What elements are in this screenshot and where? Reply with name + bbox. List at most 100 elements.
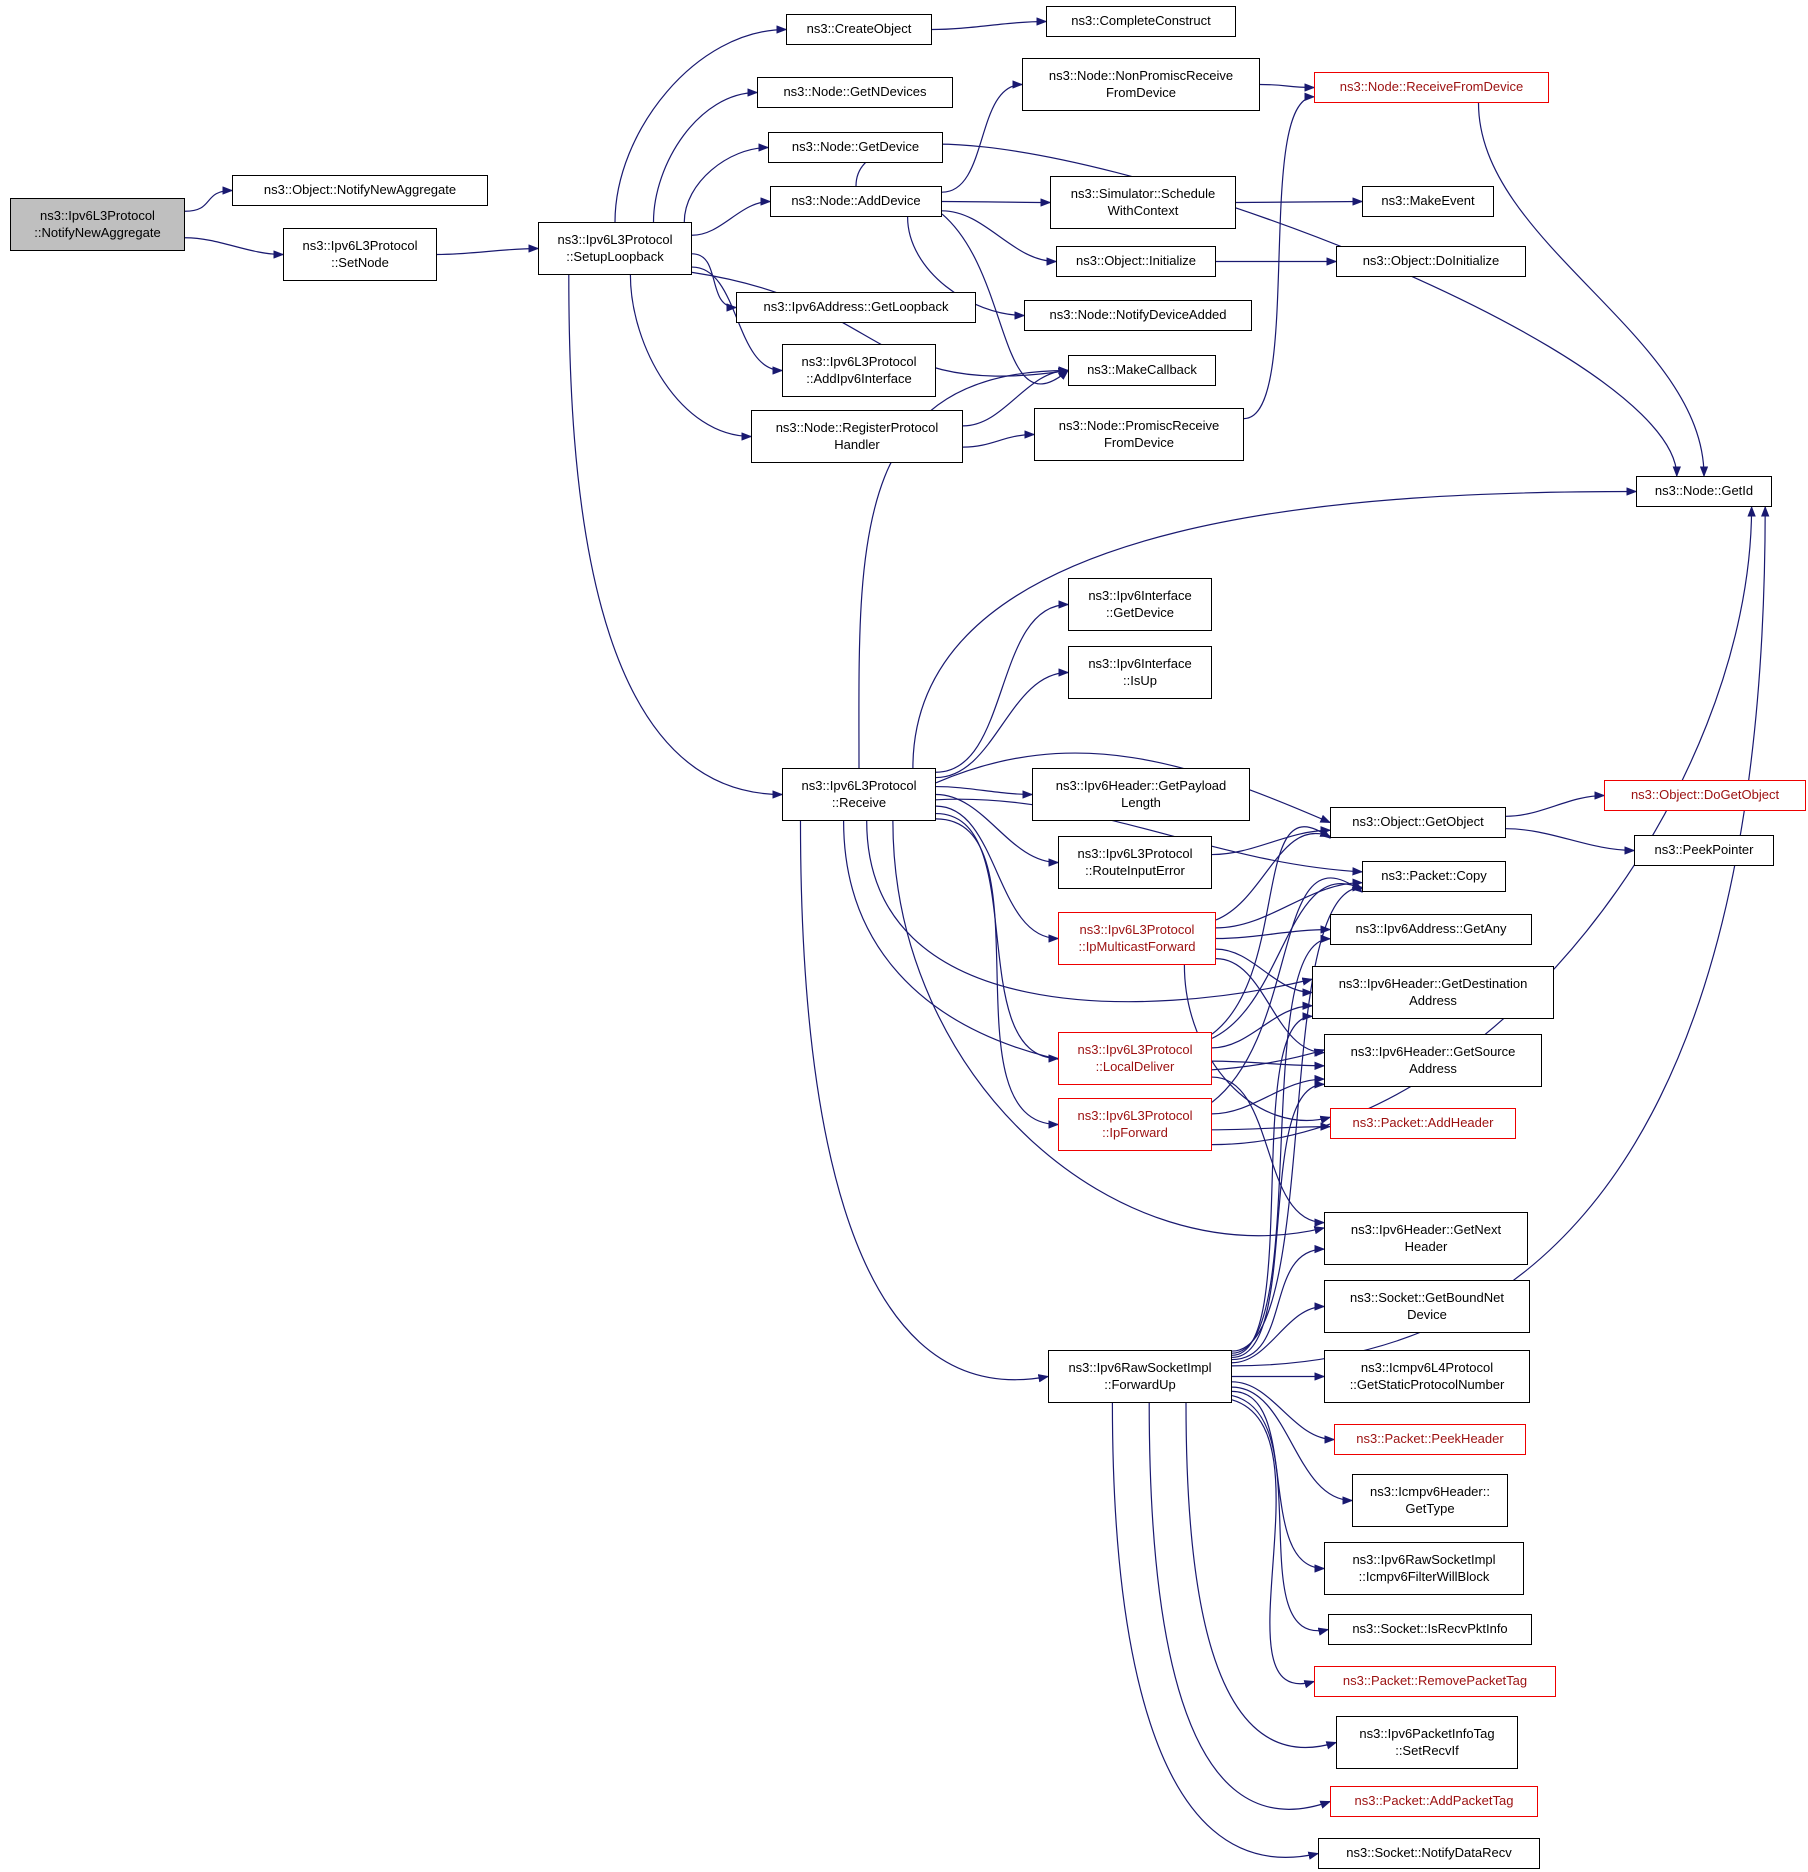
graph-node-removePacketTag[interactable]: ns3::Packet::RemovePacketTag bbox=[1314, 1666, 1556, 1697]
graph-node-notifyDataRecv[interactable]: ns3::Socket::NotifyDataRecv bbox=[1318, 1838, 1540, 1869]
call-edge-getObject--peekPointer bbox=[1505, 828, 1636, 855]
call-edge-ipMulticastForward--getSourceAddress bbox=[1215, 958, 1326, 1057]
graph-node-setNode[interactable]: ns3::Ipv6L3Protocol ::SetNode bbox=[283, 228, 437, 281]
call-edge-forwardUp--notifyDataRecv bbox=[1111, 1402, 1320, 1860]
call-edge-localDeliver--getDestAddress bbox=[1211, 1001, 1314, 1049]
graph-node-copy[interactable]: ns3::Packet::Copy bbox=[1362, 861, 1506, 892]
call-edge-setupLoopback--receive bbox=[568, 274, 784, 799]
call-edge-scheduleWithContext--makeEvent bbox=[1235, 197, 1364, 206]
graph-node-peekPointer[interactable]: ns3::PeekPointer bbox=[1634, 835, 1774, 866]
call-edge-focus--setNode bbox=[184, 237, 285, 259]
graph-node-initialize[interactable]: ns3::Object::Initialize bbox=[1056, 246, 1216, 277]
graph-node-notifyDeviceAdded[interactable]: ns3::Node::NotifyDeviceAdded bbox=[1024, 300, 1252, 331]
call-edge-routeInputError--getObject bbox=[1211, 826, 1332, 856]
graph-node-nonPromisc[interactable]: ns3::Node::NonPromiscReceive FromDevice bbox=[1022, 58, 1260, 111]
graph-node-getStaticProtocolNumber[interactable]: ns3::Icmpv6L4Protocol ::GetStaticProtoco… bbox=[1324, 1350, 1530, 1403]
graph-node-getPayloadLength[interactable]: ns3::Ipv6Header::GetPayload Length bbox=[1032, 768, 1250, 821]
call-edge-addDevice--scheduleWithContext bbox=[941, 198, 1052, 207]
call-edge-registerProtocolHandler--promiscReceive bbox=[962, 430, 1036, 448]
call-edge-forwardUp--icmpv6FilterWillBlock bbox=[1231, 1390, 1326, 1573]
call-edge-forwardUp--getSourceAddress bbox=[1231, 1080, 1326, 1359]
call-edge-receive--ifaceGetDevice bbox=[935, 600, 1070, 773]
graph-node-addDevice[interactable]: ns3::Node::AddDevice bbox=[770, 186, 942, 217]
graph-node-getType[interactable]: ns3::Icmpv6Header:: GetType bbox=[1352, 1474, 1508, 1527]
call-edge-receive--localDeliver bbox=[935, 812, 1060, 1063]
call-edge-focus--objNotifyNewAggregate bbox=[184, 186, 234, 212]
call-edge-localDeliver--getSourceAddress bbox=[1211, 1060, 1326, 1070]
call-edge-forwardUp--getNextHeader bbox=[1231, 1244, 1326, 1361]
call-edge-ipForward--getSourceAddress bbox=[1211, 1074, 1326, 1115]
graph-node-isRecvPktInfo[interactable]: ns3::Socket::IsRecvPktInfo bbox=[1328, 1614, 1532, 1645]
call-edge-forwardUp--getBoundNetDevice bbox=[1231, 1302, 1326, 1364]
call-edge-receive--ipForward bbox=[935, 818, 1060, 1129]
graph-node-doGetObject[interactable]: ns3::Object::DoGetObject bbox=[1604, 780, 1806, 811]
graph-node-ipMulticastForward[interactable]: ns3::Ipv6L3Protocol ::IpMulticastForward bbox=[1058, 912, 1216, 965]
call-edge-ipMulticastForward--getDestAddress bbox=[1215, 948, 1314, 997]
graph-node-ipForward[interactable]: ns3::Ipv6L3Protocol ::IpForward bbox=[1058, 1098, 1212, 1151]
graph-node-getBoundNetDevice[interactable]: ns3::Socket::GetBoundNet Device bbox=[1324, 1280, 1530, 1333]
call-edge-forwardUp--addPacketTag bbox=[1148, 1402, 1332, 1810]
graph-node-promiscReceive[interactable]: ns3::Node::PromiscReceive FromDevice bbox=[1034, 408, 1244, 461]
graph-node-peekHeader[interactable]: ns3::Packet::PeekHeader bbox=[1334, 1424, 1526, 1455]
call-edge-setupLoopback--addDevice bbox=[691, 197, 772, 236]
graph-node-getAny[interactable]: ns3::Ipv6Address::GetAny bbox=[1330, 914, 1532, 945]
call-edge-receive--forwardUp bbox=[799, 820, 1050, 1383]
call-edge-promiscReceive--receiveFromDevice bbox=[1243, 92, 1316, 420]
call-edge-receive--ipMulticastForward bbox=[935, 805, 1060, 943]
graph-node-addIpv6Interface[interactable]: ns3::Ipv6L3Protocol ::AddIpv6Interface bbox=[782, 344, 936, 397]
call-edge-setNode--setupLoopback bbox=[436, 244, 540, 256]
graph-node-ifaceIsUp[interactable]: ns3::Ipv6Interface ::IsUp bbox=[1068, 646, 1212, 699]
call-edge-nonPromisc--receiveFromDevice bbox=[1259, 83, 1316, 92]
graph-node-ifaceGetDevice[interactable]: ns3::Ipv6Interface ::GetDevice bbox=[1068, 578, 1212, 631]
graph-node-getId[interactable]: ns3::Node::GetId bbox=[1636, 476, 1772, 507]
graph-node-icmpv6FilterWillBlock[interactable]: ns3::Ipv6RawSocketImpl ::Icmpv6FilterWil… bbox=[1324, 1542, 1524, 1595]
graph-node-forwardUp[interactable]: ns3::Ipv6RawSocketImpl ::ForwardUp bbox=[1048, 1350, 1232, 1403]
call-edge-addDevice--initialize bbox=[941, 210, 1058, 266]
call-edge-setupLoopback--getNDevices bbox=[652, 88, 759, 223]
call-edge-ipMulticastForward--getObject bbox=[1215, 828, 1332, 921]
graph-node-makeEvent[interactable]: ns3::MakeEvent bbox=[1362, 186, 1494, 217]
graph-node-registerProtocolHandler[interactable]: ns3::Node::RegisterProtocol Handler bbox=[751, 410, 963, 463]
call-edge-addDevice--getId bbox=[855, 143, 1681, 478]
call-edge-createObject--completeConstruct bbox=[931, 17, 1048, 31]
graph-node-getDestAddress[interactable]: ns3::Ipv6Header::GetDestination Address bbox=[1312, 966, 1554, 1019]
graph-node-receiveFromDevice[interactable]: ns3::Node::ReceiveFromDevice bbox=[1314, 72, 1549, 103]
graph-node-getNextHeader[interactable]: ns3::Ipv6Header::GetNext Header bbox=[1324, 1212, 1528, 1265]
call-edge-setupLoopback--getLoopback bbox=[691, 253, 738, 312]
call-edge-forwardUp--removePacketTag bbox=[1231, 1399, 1316, 1689]
graph-node-addPacketTag[interactable]: ns3::Packet::AddPacketTag bbox=[1330, 1786, 1538, 1817]
graph-node-setupLoopback[interactable]: ns3::Ipv6L3Protocol ::SetupLoopback bbox=[538, 222, 692, 275]
graph-node-receive[interactable]: ns3::Ipv6L3Protocol ::Receive bbox=[782, 768, 936, 821]
call-edge-getObject--doGetObject bbox=[1505, 791, 1606, 817]
graph-node-focus: ns3::Ipv6L3Protocol ::NotifyNewAggregate bbox=[10, 198, 185, 251]
graph-node-routeInputError[interactable]: ns3::Ipv6L3Protocol ::RouteInputError bbox=[1058, 836, 1212, 889]
call-edge-ipMulticastForward--getAny bbox=[1215, 925, 1332, 940]
call-edge-localDeliver--getNextHeader bbox=[1211, 1076, 1326, 1227]
call-edge-ipForward--addHeader bbox=[1211, 1122, 1332, 1131]
call-edge-addDevice--nonPromisc bbox=[941, 80, 1024, 193]
graph-node-scheduleWithContext[interactable]: ns3::Simulator::Schedule WithContext bbox=[1050, 176, 1236, 229]
graph-node-doInitialize[interactable]: ns3::Object::DoInitialize bbox=[1336, 246, 1526, 277]
graph-node-addHeader[interactable]: ns3::Packet::AddHeader bbox=[1330, 1108, 1516, 1139]
call-edge-receive--ifaceIsUp bbox=[935, 668, 1070, 779]
graph-node-localDeliver[interactable]: ns3::Ipv6L3Protocol ::LocalDeliver bbox=[1058, 1032, 1212, 1085]
graph-node-objNotifyNewAggregate[interactable]: ns3::Object::NotifyNewAggregate bbox=[232, 175, 488, 206]
graph-node-getDevice[interactable]: ns3::Node::GetDevice bbox=[768, 132, 943, 163]
graph-node-setRecvIf[interactable]: ns3::Ipv6PacketInfoTag ::SetRecvIf bbox=[1336, 1716, 1518, 1769]
graph-node-getSourceAddress[interactable]: ns3::Ipv6Header::GetSource Address bbox=[1324, 1034, 1542, 1087]
call-edge-receiveFromDevice--getId bbox=[1477, 102, 1709, 478]
call-edge-forwardUp--getDestAddress bbox=[1231, 1012, 1314, 1356]
graph-node-createObject[interactable]: ns3::CreateObject bbox=[786, 14, 932, 45]
call-edge-receive--getPayloadLength bbox=[935, 785, 1034, 799]
graph-node-getLoopback[interactable]: ns3::Ipv6Address::GetLoopback bbox=[736, 292, 976, 323]
graph-node-makeCallback[interactable]: ns3::MakeCallback bbox=[1068, 355, 1216, 386]
graph-node-getNDevices[interactable]: ns3::Node::GetNDevices bbox=[757, 77, 953, 108]
call-edge-setupLoopback--registerProtocolHandler bbox=[629, 274, 753, 441]
call-edge-forwardUp--isRecvPktInfo bbox=[1231, 1394, 1330, 1636]
graph-node-getObject[interactable]: ns3::Object::GetObject bbox=[1330, 807, 1506, 838]
graph-node-completeConstruct[interactable]: ns3::CompleteConstruct bbox=[1046, 6, 1236, 37]
call-edge-receive--getId bbox=[912, 487, 1638, 769]
call-edge-setupLoopback--createObject bbox=[614, 25, 788, 223]
